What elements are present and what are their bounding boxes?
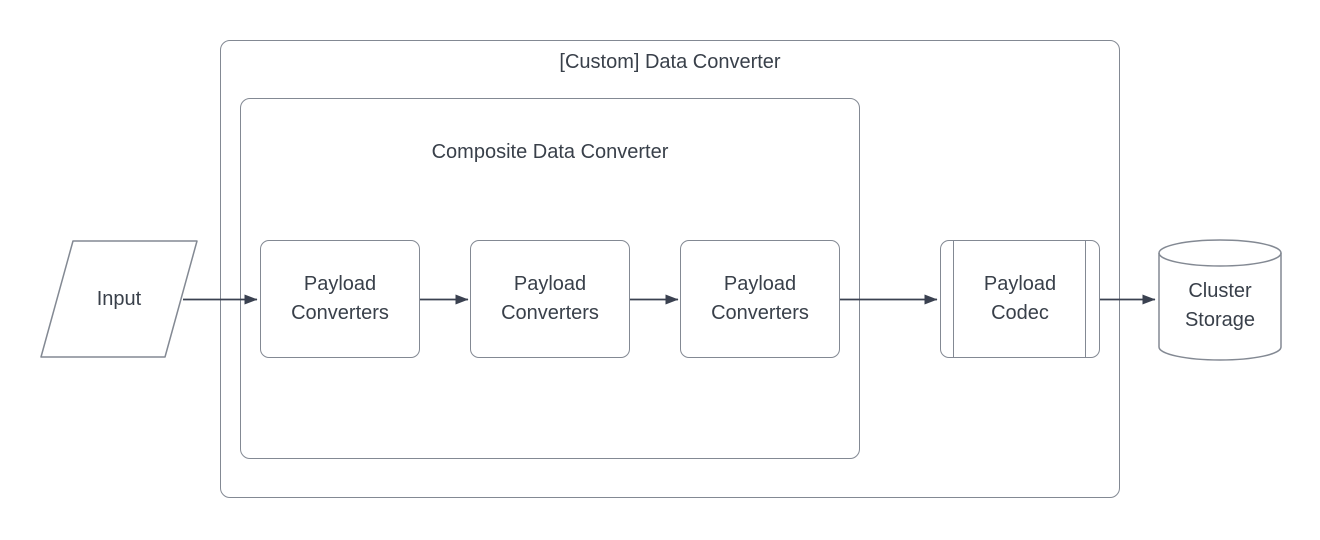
codec-right-bar xyxy=(1085,241,1086,357)
outer-container-custom-data-converter: [Custom] Data Converter xyxy=(220,40,1120,498)
codec-left-bar xyxy=(953,241,954,357)
payload-codec-label: Payload Codec xyxy=(983,273,1057,324)
node-cluster-storage: Cluster Storage xyxy=(1158,239,1282,361)
parallelogram-shape xyxy=(40,240,198,358)
node-input: Input xyxy=(40,240,198,358)
node-payload-converters-3: Payload Converters xyxy=(680,240,840,358)
outer-container-title: [Custom] Data Converter xyxy=(559,51,781,73)
inner-container-composite-data-converter: Composite Data Converter xyxy=(240,98,860,459)
payload-converters-1-label: Payload Converters xyxy=(291,273,389,324)
payload-converters-3-label: Payload Converters xyxy=(711,273,809,324)
node-payload-converters-1: Payload Converters xyxy=(260,240,420,358)
node-payload-codec: Payload Codec xyxy=(940,240,1100,358)
payload-converters-2-label: Payload Converters xyxy=(501,273,599,324)
node-payload-converters-2: Payload Converters xyxy=(470,240,630,358)
cluster-storage-label: Cluster Storage xyxy=(1184,280,1256,331)
input-label: Input xyxy=(96,287,142,310)
cylinder-shape xyxy=(1158,239,1282,361)
inner-container-title: Composite Data Converter xyxy=(431,141,669,163)
